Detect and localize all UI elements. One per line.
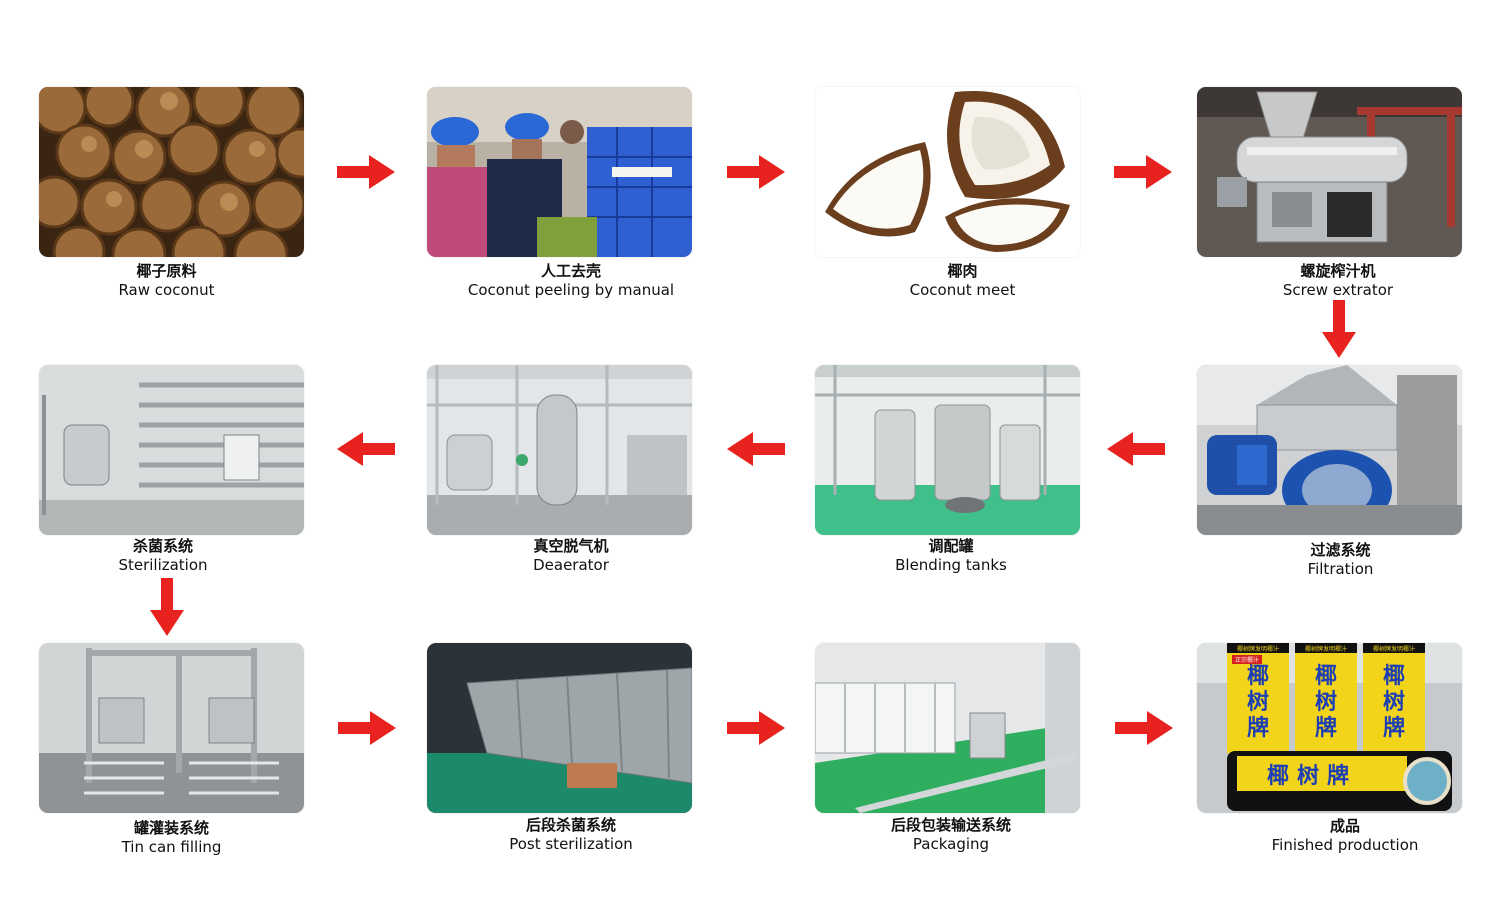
step-caption: 罐灌装系统 Tin can filling xyxy=(39,819,304,857)
product-brand-char: 牌 xyxy=(1327,763,1349,789)
product-brand-char: 牌 xyxy=(1315,715,1337,741)
product-brand-char: 树 xyxy=(1315,689,1337,715)
step-caption: 椰子原料 Raw coconut xyxy=(39,262,294,300)
step-title-zh: 过滤系统 xyxy=(1310,541,1371,559)
arrow-down-icon xyxy=(150,578,184,636)
product-brand-char: 椰 xyxy=(1315,664,1337,689)
step-title-zh: 成品 xyxy=(1329,817,1360,835)
packaging-line-photo xyxy=(815,643,1080,813)
step-title-en: Packaging xyxy=(912,834,990,853)
step-caption: 人工去壳 Coconut peeling by manual xyxy=(427,262,715,300)
product-brand-char: 树 xyxy=(1297,763,1319,789)
step-title-en: Deaerator xyxy=(533,555,609,574)
step-title-en: Screw extrator xyxy=(1282,280,1394,299)
step-title-en: Coconut peeling by manual xyxy=(467,280,675,299)
arrow-right-icon xyxy=(337,155,395,189)
step-title-en: Raw coconut xyxy=(118,280,215,299)
product-brand-char: 牌 xyxy=(1383,715,1405,741)
step-title-zh: 罐灌装系统 xyxy=(133,819,209,837)
step-caption: 调配罐 Blending tanks xyxy=(815,537,1087,575)
step-caption: 成品 Finished production xyxy=(1197,817,1493,855)
step-title-zh: 杀菌系统 xyxy=(132,537,193,555)
product-brand-char: 树 xyxy=(1383,689,1405,715)
product-brand-char: 椰 xyxy=(1247,664,1269,689)
raw-coconut-photo xyxy=(39,87,304,257)
finished-product-photo: 椰 树 牌 椰 树 牌 椰 树 牌 椰树牌发明椰汁 椰树牌发明椰汁 椰树牌发明椰… xyxy=(1197,643,1462,813)
arrow-left-icon xyxy=(727,432,785,466)
arrow-left-icon xyxy=(337,432,395,466)
step-caption: 杀菌系统 Sterilization xyxy=(39,537,287,575)
step-title-zh: 椰子原料 xyxy=(136,262,197,280)
product-brand-char: 树 xyxy=(1247,689,1269,715)
step-title-en: Sterilization xyxy=(118,555,208,574)
arrow-left-icon xyxy=(1107,432,1165,466)
product-top-text: 椰树牌发明椰汁 xyxy=(1237,645,1279,653)
step-title-en: Finished production xyxy=(1271,835,1419,854)
step-title-en: Blending tanks xyxy=(895,555,1007,574)
post-sterilization-photo xyxy=(427,643,692,813)
coconut-meat-photo xyxy=(815,87,1080,257)
can-filling-photo xyxy=(39,643,304,813)
product-brand-char: 椰 xyxy=(1267,764,1289,789)
sterilization-system-photo xyxy=(39,365,304,535)
step-title-en: Post sterilization xyxy=(509,834,633,853)
arrow-right-icon xyxy=(1114,155,1172,189)
manual-peeling-photo xyxy=(427,87,692,257)
step-caption: 螺旋榨汁机 Screw extrator xyxy=(1197,262,1479,300)
product-brand-char: 牌 xyxy=(1247,715,1269,741)
blending-tanks-photo xyxy=(815,365,1080,535)
step-title-en: Filtration xyxy=(1307,559,1374,578)
step-caption: 后段包装输送系统 Packaging xyxy=(815,816,1087,854)
arrow-right-icon xyxy=(727,711,785,745)
step-title-zh: 调配罐 xyxy=(928,537,974,555)
filtration-separator-photo xyxy=(1197,365,1462,535)
step-title-zh: 螺旋榨汁机 xyxy=(1300,262,1376,280)
product-tag: 正宗椰汁 xyxy=(1235,656,1259,664)
product-brand-char: 椰 xyxy=(1383,664,1405,689)
step-title-en: Coconut meet xyxy=(909,280,1016,299)
arrow-down-icon xyxy=(1322,300,1356,358)
screw-extractor-photo xyxy=(1197,87,1462,257)
product-top-text: 椰树牌发明椰汁 xyxy=(1305,645,1347,653)
deaerator-photo xyxy=(427,365,692,535)
step-title-zh: 后段包装输送系统 xyxy=(890,816,1011,834)
arrow-right-icon xyxy=(338,711,396,745)
arrow-right-icon xyxy=(1115,711,1173,745)
step-title-en: Tin can filling xyxy=(121,837,222,856)
step-title-zh: 真空脱气机 xyxy=(533,537,609,555)
step-title-zh: 后段杀菌系统 xyxy=(525,816,616,834)
step-title-zh: 椰肉 xyxy=(947,262,978,280)
step-title-zh: 人工去壳 xyxy=(540,262,601,280)
arrow-right-icon xyxy=(727,155,785,189)
step-caption: 后段杀菌系统 Post sterilization xyxy=(427,816,715,854)
product-top-text: 椰树牌发明椰汁 xyxy=(1373,645,1415,653)
step-caption: 过滤系统 Filtration xyxy=(1197,541,1484,579)
step-caption: 真空脱气机 Deaerator xyxy=(427,537,715,575)
step-caption: 椰肉 Coconut meet xyxy=(815,262,1110,300)
